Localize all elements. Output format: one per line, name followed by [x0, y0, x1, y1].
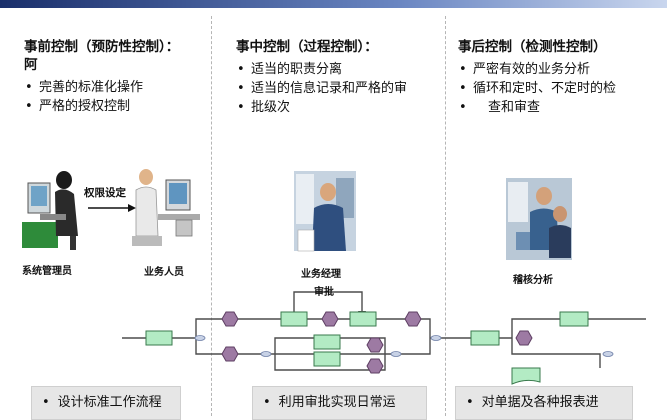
task-node	[559, 311, 589, 327]
connector-markers	[194, 335, 614, 357]
document-node	[511, 367, 541, 385]
column-divider-1	[211, 16, 212, 416]
bullet-continuation-text: 查和审查	[488, 100, 541, 115]
admin-caption: 系统管理员	[22, 266, 72, 277]
post-control-title: 事后控制（检测性控制）	[458, 39, 607, 55]
in-process-title: 事中控制（过程控制）：	[236, 39, 378, 55]
gateway-node	[366, 358, 384, 374]
user-caption: 业务人员	[144, 267, 184, 278]
gateway-node	[221, 346, 239, 362]
task-node	[313, 351, 341, 367]
gateway-node	[404, 311, 422, 327]
audit-analyst-photo	[506, 178, 572, 260]
workflow-task-nodes	[145, 311, 589, 367]
task-node	[145, 330, 173, 346]
admin-computer-figure	[22, 171, 78, 250]
bullet-item: 严密有效的业务分析	[458, 60, 616, 79]
pre-control-title: 事前控制（预防性控制）：	[24, 39, 180, 55]
column-divider-2	[445, 16, 446, 416]
bullet-item: 适当的信息记录和严格的审	[236, 79, 407, 98]
bottom-box-text: 利用审批实现日常运	[278, 395, 396, 410]
gateway-node	[321, 311, 339, 327]
pre-control-bullets: 完善的标准化操作 严格的授权控制	[24, 78, 179, 116]
bottom-box-post: •对单据及各种报表进	[455, 386, 633, 420]
bullet-item: 严格的授权控制	[24, 97, 179, 116]
gateway-node	[515, 330, 533, 346]
task-node	[470, 330, 500, 346]
in-process-bullets: 适当的职责分离 适当的信息记录和严格的审 批级次	[236, 60, 407, 117]
gateway-node	[366, 337, 384, 353]
permission-setting-label: 权限设定	[84, 187, 126, 199]
post-control-bullets: 严密有效的业务分析 循环和定时、不定时的检 查和审查	[458, 60, 616, 117]
business-manager-photo	[294, 171, 356, 252]
bullet-continuation: 批级次	[236, 98, 407, 117]
bottom-box-text: 设计标准工作流程	[57, 395, 162, 410]
bullet-item: 循环和定时、不定时的检	[458, 79, 616, 98]
approval-label: 审批	[314, 287, 334, 298]
permission-arrow-head	[128, 204, 136, 212]
gateway-node	[221, 311, 239, 327]
column-post-control: 事后控制（检测性控制） 严密有效的业务分析 循环和定时、不定时的检 查和审查	[458, 38, 616, 117]
column-in-process-control: 事中控制（过程控制）： 适当的职责分离 适当的信息记录和严格的审 批级次	[236, 38, 407, 117]
workflow-gateway-nodes	[221, 311, 533, 374]
bullet-item: 完善的标准化操作	[24, 78, 179, 97]
manager-caption: 业务经理	[301, 269, 341, 280]
bottom-box-in-process: •利用审批实现日常运	[252, 386, 427, 420]
top-banner-bar	[0, 0, 667, 8]
business-user-figure	[132, 169, 200, 246]
bullet-continuation-text: 批级次	[251, 100, 291, 115]
task-node	[349, 311, 377, 327]
task-node	[313, 334, 341, 350]
analyst-caption: 稽核分析	[513, 275, 553, 286]
task-node	[280, 311, 308, 327]
bullet-item: 适当的职责分离	[236, 60, 407, 79]
bottom-box-text: 对单据及各种报表进	[481, 395, 599, 410]
workflow-lines	[122, 291, 646, 371]
pre-control-title-extra: 阿	[24, 57, 38, 73]
bullet-continuation: 查和审查	[458, 98, 616, 117]
column-pre-control: 事前控制（预防性控制）： 阿 完善的标准化操作 严格的授权控制	[24, 38, 179, 116]
bottom-box-pre: •设计标准工作流程	[31, 386, 181, 420]
